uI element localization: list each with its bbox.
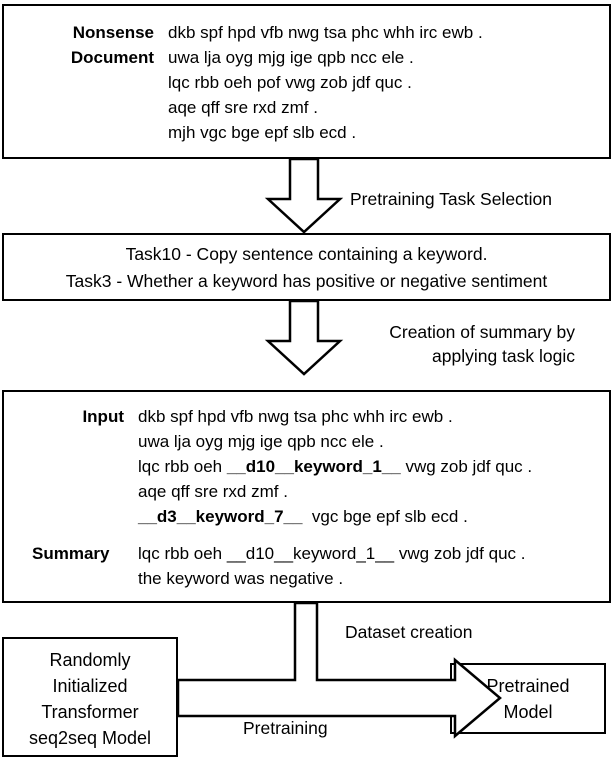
example-input-line-3: lqc rbb oeh __d10__keyword_1__ vwg zob j… [138,454,532,479]
random-model-box: Randomly Initialized Transformer seq2seq… [2,637,178,757]
down-arrow-summary-creation [264,299,344,376]
example-input-lines: dkb spf hpd vfb nwg tsa phc whh irc ewb … [138,404,532,529]
example-input-line-5: __d3__keyword_7__ vgc bge epf slb ecd . [138,504,532,529]
example-input-line-4: aqe qff sre rxd zmf . [138,482,288,501]
example-summary-line-1: lqc rbb oeh __d10__keyword_1__ vwg zob j… [138,544,526,563]
line3-prefix: lqc rbb oeh [138,457,227,476]
line3-keyword: __d10__keyword_1__ [226,457,401,476]
example-summary-line-2: the keyword was negative . [138,569,344,588]
nonsense-document-content: Nonsense Document dkb spf hpd vfb nwg ts… [4,6,609,145]
example-input-line-2: uwa lja oyg mjg ige qpb ncc ele . [138,432,384,451]
down-arrow-task-selection [264,157,344,234]
random-model-text: Randomly Initialized Transformer seq2seq… [28,650,152,748]
pretraining-tasks-text: Task10 - Copy sentence containing a keyw… [65,244,548,291]
pretrained-model-box: Pretrained Model [450,663,606,734]
arrow-caption-pretraining-task-selection: Pretraining Task Selection [350,189,553,209]
nonsense-document-label: Nonsense Document [70,23,154,67]
nonsense-document-box: Nonsense Document dkb spf hpd vfb nwg ts… [2,4,611,159]
example-summary-label: Summary [32,544,110,563]
example-input-label: Input [82,407,124,426]
example-summary-lines: lqc rbb oeh __d10__keyword_1__ vwg zob j… [138,541,525,591]
arrow-caption-creation-of-summary: Creation of summary by applying task log… [389,322,575,366]
pretraining-tasks-box: Task10 - Copy sentence containing a keyw… [2,233,611,301]
example-input-row: Input dkb spf hpd vfb nwg tsa phc whh ir… [32,404,532,529]
line3-suffix: vwg zob jdf quc . [400,457,533,476]
example-summary-row: Summary lqc rbb oeh __d10__keyword_1__ v… [32,541,525,591]
pretrained-model-text: Pretrained Model [486,676,570,722]
line5-suffix: vgc bge epf slb ecd . [302,507,468,526]
nonsense-document-lines: dkb spf hpd vfb nwg tsa phc whh irc ewb … [168,23,483,142]
line5-keyword: __d3__keyword_7__ [138,507,303,526]
example-box: Input dkb spf hpd vfb nwg tsa phc whh ir… [2,390,611,603]
arrow-caption-pretraining: Pretraining [243,718,328,738]
arrow-caption-dataset-creation: Dataset creation [345,622,473,642]
example-input-line-1: dkb spf hpd vfb nwg tsa phc whh irc ewb … [138,407,453,426]
